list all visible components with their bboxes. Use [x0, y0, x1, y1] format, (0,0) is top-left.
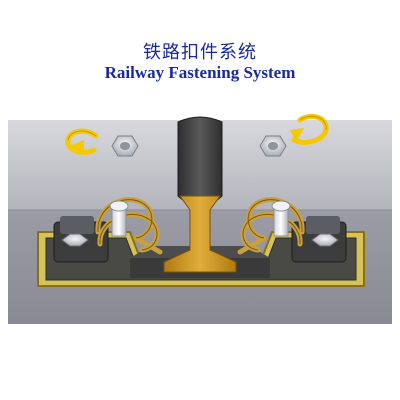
title-english: Railway Fastening System [104, 63, 296, 82]
rail-core [163, 195, 237, 273]
left-rotation-arrow-icon [65, 128, 99, 155]
title-chinese: 铁路扣件系统 [143, 42, 257, 63]
right-rotation-arrow-icon [290, 113, 329, 145]
bolt-head-icon [311, 233, 339, 247]
bolt-head-icon [61, 233, 89, 247]
left-nut-icon [111, 135, 139, 157]
right-fastener [237, 197, 347, 263]
right-nut-icon [259, 135, 287, 157]
left-fastener [53, 197, 163, 263]
